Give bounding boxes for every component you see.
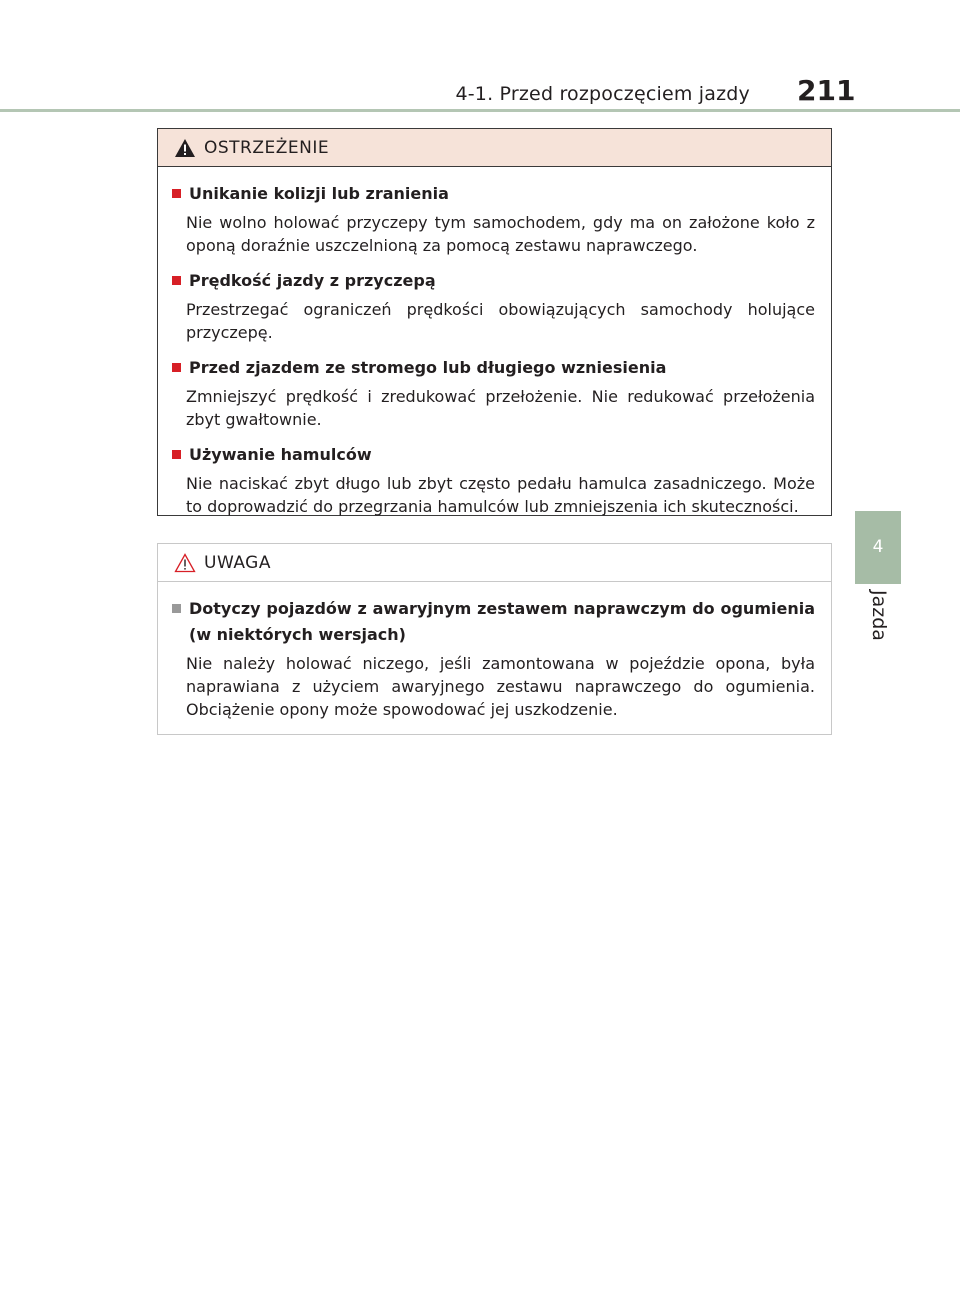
caution-box-title: UWAGA — [204, 552, 271, 573]
warning-box-title: OSTRZEŻENIE — [204, 137, 330, 158]
square-bullet-icon — [172, 363, 181, 372]
warning-box-body: Unikanie kolizji lub zranienia Nie wolno… — [158, 167, 831, 518]
square-bullet-icon — [172, 189, 181, 198]
warning-item-title: Używanie hamulców — [189, 445, 372, 464]
warning-item: Prędkość jazdy z przyczepą Przestrzegać … — [172, 268, 815, 344]
warning-item-title: Prędkość jazdy z przyczepą — [189, 271, 436, 290]
warning-item-text: Nie naciskać zbyt długo lub zbyt często … — [186, 474, 815, 516]
caution-item-text: Nie należy holować niczego, jeśli zamont… — [186, 654, 815, 719]
caution-item-heading: Dotyczy pojazdów z awaryjnym zestawem na… — [172, 596, 815, 648]
caution-box: UWAGA Dotyczy pojazdów z awaryjnym zesta… — [157, 543, 832, 735]
chapter-tab: 4 — [855, 511, 901, 584]
warning-item: Unikanie kolizji lub zranienia Nie wolno… — [172, 181, 815, 257]
warning-item-text: Nie wolno holować przyczepy tym samochod… — [186, 213, 815, 255]
warning-box-header: OSTRZEŻENIE — [158, 129, 831, 167]
caution-box-body: Dotyczy pojazdów z awaryjnym zestawem na… — [158, 582, 831, 721]
warning-item-title: Przed zjazdem ze stromego lub długiego w… — [189, 358, 667, 377]
warning-item-text: Zmniejszyć prędkość i zredukować przełoż… — [186, 387, 815, 429]
warning-item-heading: Przed zjazdem ze stromego lub długiego w… — [172, 355, 815, 381]
warning-item-heading: Prędkość jazdy z przyczepą — [172, 268, 815, 294]
warning-item-heading: Unikanie kolizji lub zranienia — [172, 181, 815, 207]
section-title: 4-1. Przed rozpoczęciem jazdy — [455, 83, 750, 105]
page-number: 211 — [797, 74, 856, 107]
warning-item-text: Przestrzegać ograniczeń prędkości obowią… — [186, 300, 815, 342]
chapter-label: Jazda — [868, 590, 890, 641]
warning-item-title: Unikanie kolizji lub zranienia — [189, 184, 449, 203]
warning-item-heading: Używanie hamulców — [172, 442, 815, 468]
caution-item: Dotyczy pojazdów z awaryjnym zestawem na… — [172, 596, 815, 721]
warning-box: OSTRZEŻENIE Unikanie kolizji lub zranien… — [157, 128, 832, 516]
square-bullet-icon — [172, 450, 181, 459]
caution-box-header: UWAGA — [158, 544, 831, 582]
warning-triangle-filled-icon — [174, 138, 196, 158]
warning-item: Używanie hamulców Nie naciskać zbyt dług… — [172, 442, 815, 518]
square-bullet-icon — [172, 276, 181, 285]
caution-item-title: Dotyczy pojazdów z awaryjnym zestawem na… — [189, 599, 815, 644]
warning-triangle-outline-icon — [174, 552, 196, 573]
header-divider — [0, 109, 960, 112]
warning-item: Przed zjazdem ze stromego lub długiego w… — [172, 355, 815, 431]
square-bullet-icon — [172, 604, 181, 613]
